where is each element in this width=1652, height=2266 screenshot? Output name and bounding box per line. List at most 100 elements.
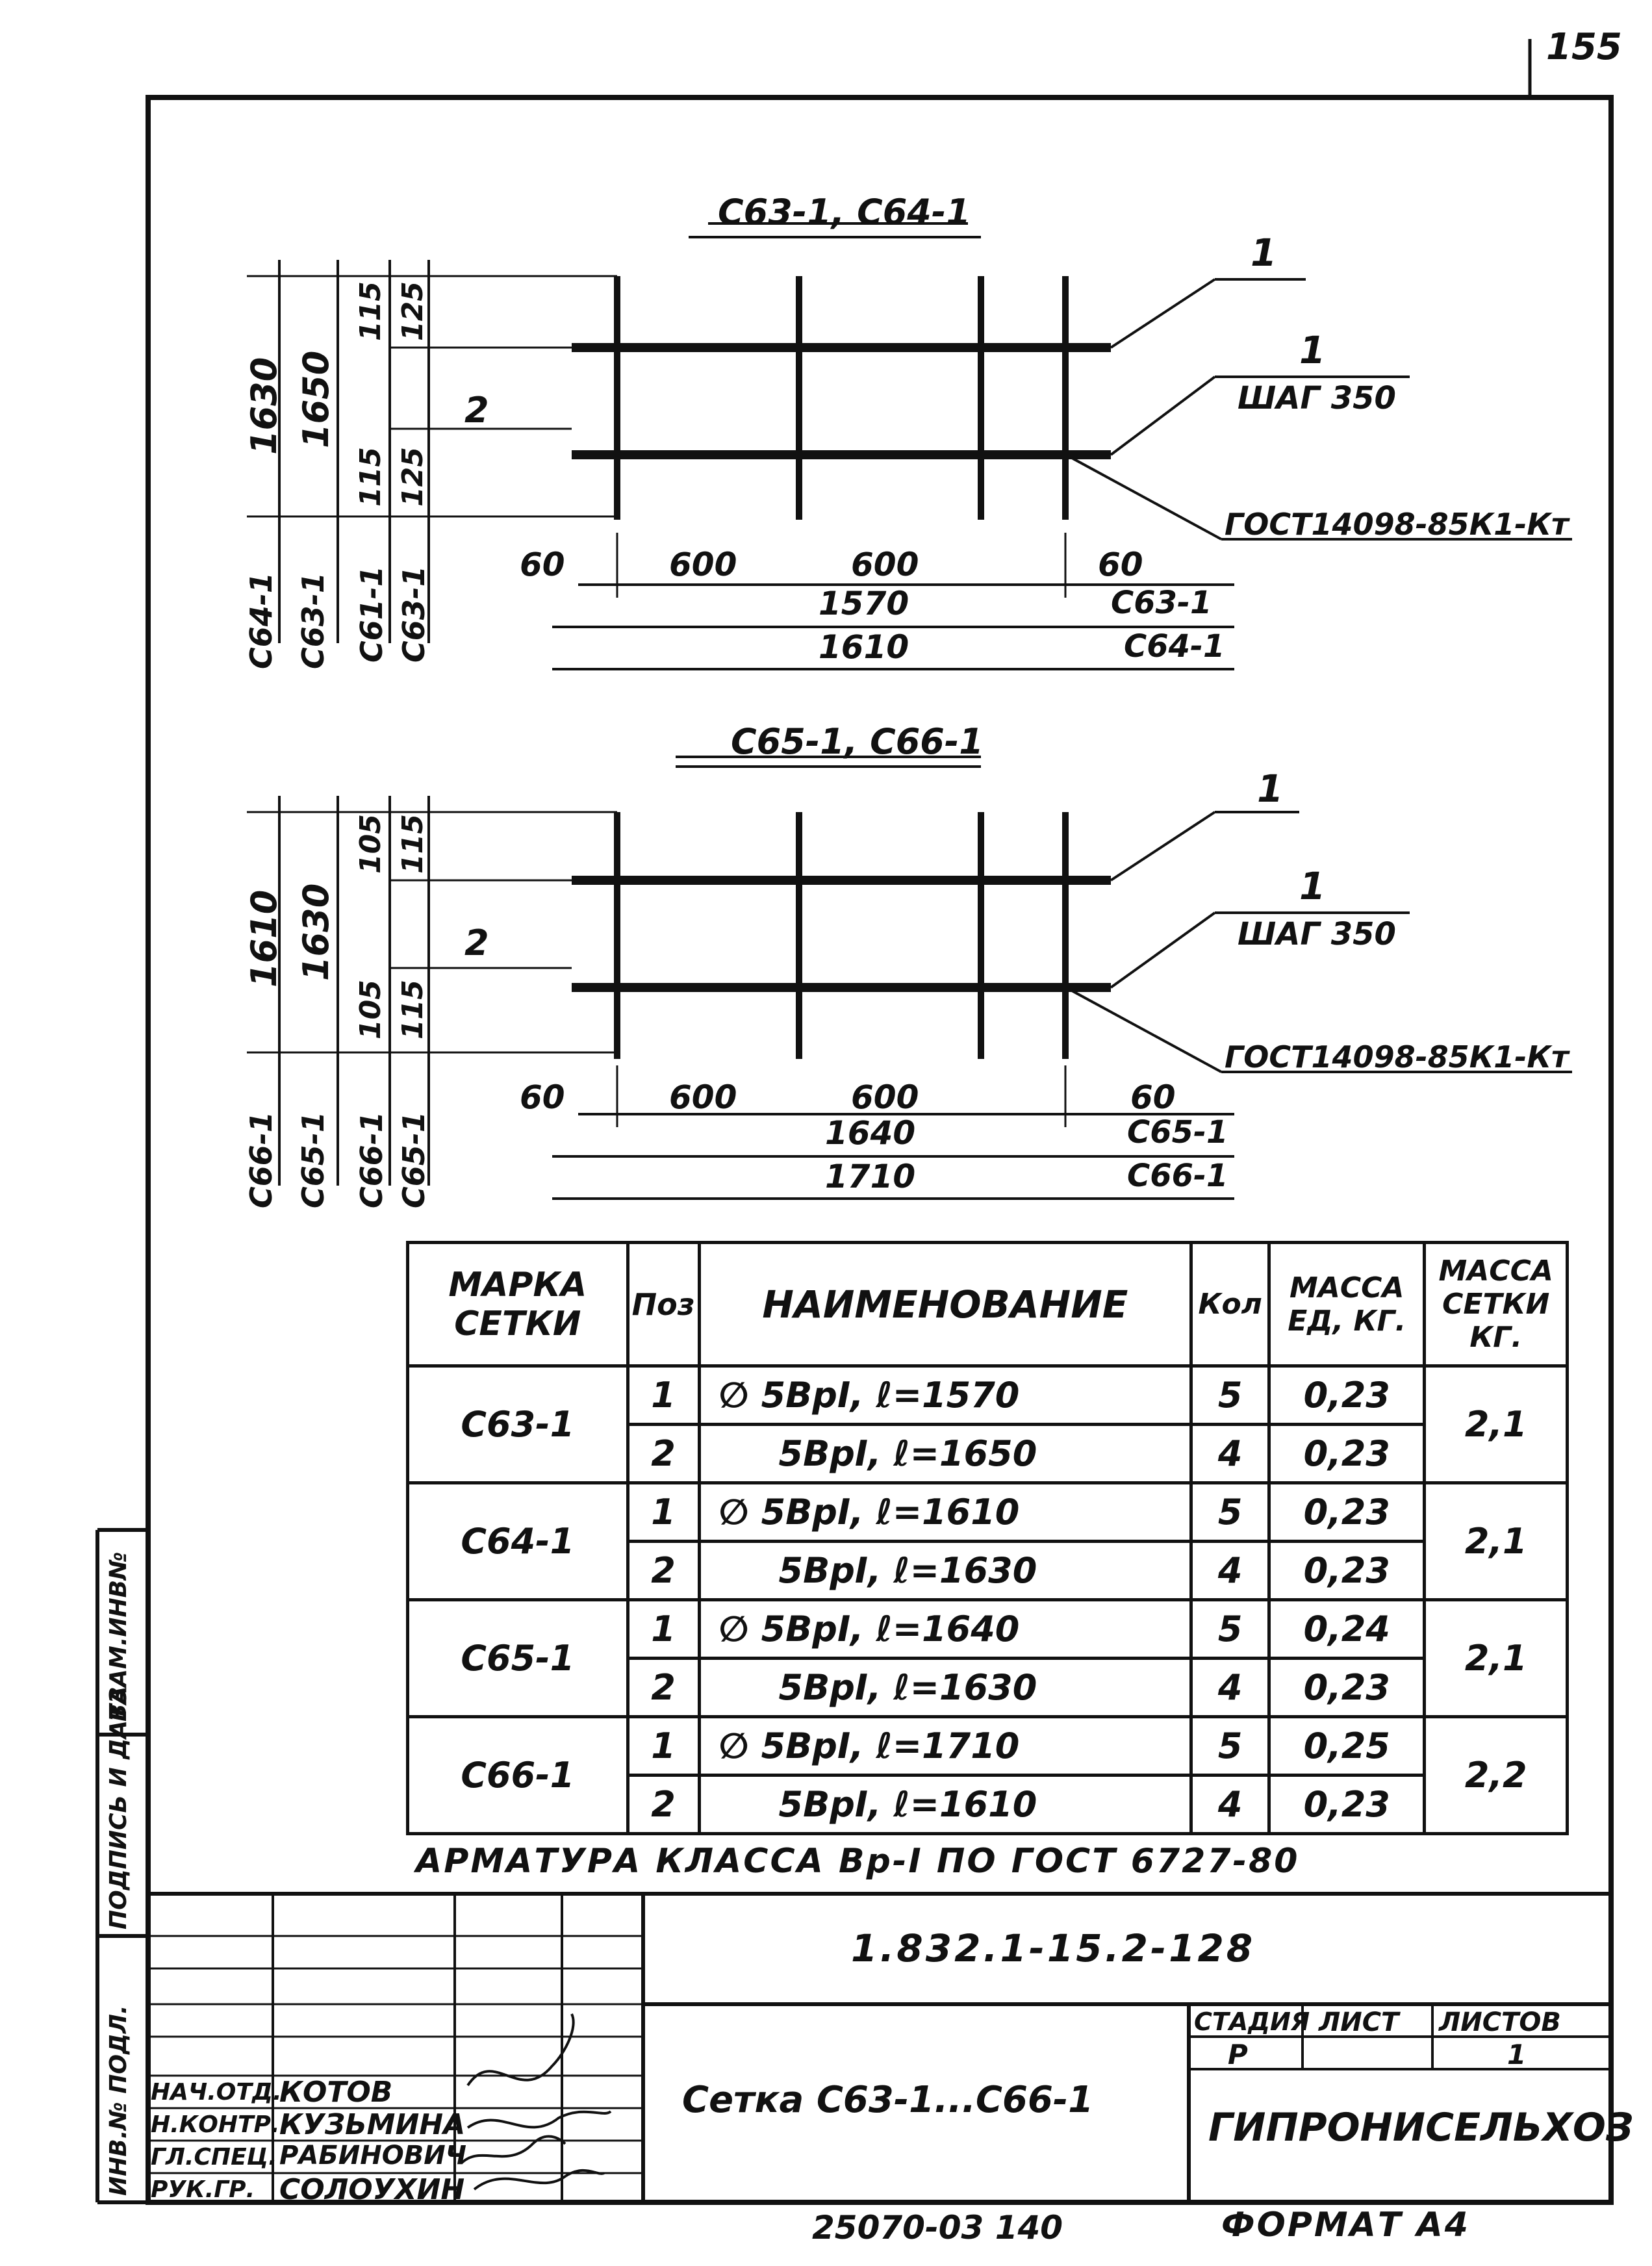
cell-pos: 1: [626, 1364, 701, 1426]
drawing2-mark1: С65-1: [1127, 1114, 1228, 1151]
drawing1-pos1b-label: 1: [1299, 328, 1326, 372]
drawing2-dim-1630: 1630: [296, 883, 337, 981]
header-mass-total: МАССА СЕТКИ КГ.: [1423, 1241, 1569, 1368]
archive-number: 25070-03 140: [812, 2209, 1063, 2247]
drawing1-dim-60-right: 60: [1098, 546, 1143, 583]
cell-name: ∅ 5ВрI, ℓ=1570: [697, 1364, 1193, 1426]
cell-qty: 5: [1189, 1715, 1271, 1777]
sheet-header: ЛИСТ: [1319, 2007, 1399, 2037]
cell-qty: 5: [1189, 1481, 1271, 1543]
drawing2-dim-1610: 1610: [244, 889, 285, 987]
name-rabinovich: РАБИНОВИЧ: [279, 2141, 467, 2171]
drawing1-mark-c61: С61-1: [354, 566, 389, 663]
drawing1-pitch: ШАГ 350: [1238, 380, 1396, 416]
cell-mass: 0,25: [1267, 1715, 1427, 1777]
drawing2-dim-600-1: 600: [669, 1078, 737, 1116]
drawing2-pos1-label: 1: [1257, 767, 1284, 811]
mesh-drawing-1: [247, 222, 1572, 670]
cell-total: 2,1: [1423, 1598, 1569, 1718]
name-kuzmina: КУЗЬМИНА: [279, 2108, 466, 2141]
cell-pos: 2: [626, 1774, 701, 1835]
cell-mass: 0,23: [1267, 1774, 1427, 1835]
cell-qty: 5: [1189, 1364, 1271, 1426]
cell-mark: С65-1: [406, 1598, 629, 1718]
drawing1-dim-125b: 125: [396, 447, 429, 507]
cell-pos: 1: [626, 1481, 701, 1543]
drawing2-mark-c65b: С65-1: [396, 1112, 431, 1208]
cell-qty: 4: [1189, 1774, 1271, 1835]
role-chief-spec: ГЛ.СПЕЦ.: [151, 2144, 277, 2171]
role-group-lead: РУК.ГР.: [151, 2176, 255, 2203]
cell-mass: 0,23: [1267, 1657, 1427, 1718]
drawing2-mark2: С66-1: [1127, 1158, 1228, 1194]
drawing2-pos1b-label: 1: [1299, 864, 1326, 908]
cell-pos: 2: [626, 1657, 701, 1718]
drawing1-dim-115a: 115: [354, 281, 387, 341]
table-row: 2 5ВрI, ℓ=1630 4 0,23: [408, 1540, 1568, 1601]
cell-name: ∅ 5ВрI, ℓ=1640: [697, 1598, 1193, 1660]
cell-mark: С63-1: [406, 1364, 629, 1484]
drawing2-gost: ГОСТ14098-85К1-Кт: [1225, 1039, 1569, 1075]
drawing1-mark-c63: С63-1: [296, 572, 331, 669]
drawing2-mark-c66: С66-1: [244, 1112, 279, 1208]
drawing2-dim-115a: 115: [396, 814, 429, 874]
drawing2-mark-c65: С65-1: [296, 1112, 331, 1208]
name-kotov: КОТОВ: [279, 2076, 393, 2109]
side-signature-date: ПОДПИСЬ И ДАТА: [105, 1686, 132, 1929]
specification-table: МАРКА СЕТКИ Поз НАИМЕНОВАНИЕ Кол МАССА Е…: [406, 1241, 1569, 1835]
cell-name: 5ВрI, ℓ=1630: [697, 1540, 1193, 1601]
diameter-icon: ∅: [718, 1492, 749, 1533]
header-name: НАИМЕНОВАНИЕ: [697, 1241, 1193, 1368]
drawing2-dim-60-left: 60: [520, 1078, 565, 1116]
drawing1-gost: ГОСТ14098-85К1-Кт: [1225, 507, 1569, 542]
drawing1-dim-125a: 125: [396, 281, 429, 341]
drawing2-dim-60-right: 60: [1130, 1078, 1176, 1116]
header-qty: Кол: [1189, 1241, 1271, 1368]
drawing2-pitch: ШАГ 350: [1238, 916, 1396, 952]
table-row: С65-1 1 ∅ 5ВрI, ℓ=1640 5 0,24 2,1: [406, 1598, 1569, 1718]
cell-pos: 2: [626, 1540, 701, 1601]
diameter-icon: ∅: [718, 1375, 749, 1416]
drawing2-dim-115b: 115: [396, 980, 429, 1039]
cell-name: 5ВрI, ℓ=1610: [697, 1774, 1193, 1835]
cell-mark: С64-1: [406, 1481, 629, 1601]
organization-name: ГИПРОНИСЕЛЬХОЗ: [1208, 2105, 1634, 2150]
drawing2-mark-c66b: С66-1: [354, 1112, 389, 1208]
drawing2-dim-600-2: 600: [851, 1078, 919, 1116]
drawing1-dim-60-left: 60: [520, 546, 565, 583]
cell-name: ∅ 5ВрI, ℓ=1610: [697, 1481, 1193, 1543]
header-mark: МАРКА СЕТКИ: [406, 1241, 629, 1368]
table-row: 2 5ВрI, ℓ=1650 4 0,23: [408, 1423, 1568, 1484]
diameter-icon: ∅: [718, 1609, 749, 1649]
cell-name: 5ВрI, ℓ=1650: [697, 1423, 1193, 1484]
drawing1-dim-1630: 1630: [244, 357, 285, 455]
format-label: ФОРМАТ А4: [1221, 2206, 1470, 2245]
drawing2-title: С65-1, С66-1: [731, 721, 984, 762]
drawing2-dim-1710: 1710: [825, 1158, 916, 1195]
drawing2-dim-105b: 105: [354, 980, 387, 1039]
frame: [146, 95, 1614, 2205]
mesh-drawing-2: [247, 756, 1572, 1200]
drawing2-dim-1640: 1640: [825, 1114, 916, 1152]
sheet-title: Сетка С63-1...С66-1: [682, 2079, 1094, 2121]
drawing1-pos2-label: 2: [464, 390, 489, 431]
signature-solouhin: [473, 2169, 605, 2191]
drawing1-dim-600-2: 600: [851, 546, 919, 583]
sheets-value: 1: [1507, 2039, 1527, 2070]
role-norm-control: Н.КОНТР.: [151, 2111, 280, 2138]
table-row: С63-1 1 ∅ 5ВрI, ℓ=1570 5 0,23 2,1: [406, 1364, 1569, 1484]
drawing1-mark-c63b: С63-1: [396, 566, 431, 663]
cell-pos: 1: [626, 1598, 701, 1660]
cell-qty: 4: [1189, 1657, 1271, 1718]
cell-pos: 2: [626, 1423, 701, 1484]
drawing1-mark2: С64-1: [1124, 628, 1225, 665]
cell-qty: 5: [1189, 1598, 1271, 1660]
header-mass-unit: МАССА ЕД, КГ.: [1267, 1241, 1427, 1368]
table-header-row: МАРКА СЕТКИ Поз НАИМЕНОВАНИЕ Кол МАССА Е…: [406, 1241, 1569, 1368]
sheets-header: ЛИСТОВ: [1439, 2007, 1561, 2037]
table-row: 2 5ВрI, ℓ=1610 4 0,23: [408, 1774, 1568, 1835]
drawing1-dim-115b: 115: [354, 447, 387, 507]
cell-name: 5ВрI, ℓ=1630: [697, 1657, 1193, 1718]
signature-kotov: [466, 2013, 575, 2087]
